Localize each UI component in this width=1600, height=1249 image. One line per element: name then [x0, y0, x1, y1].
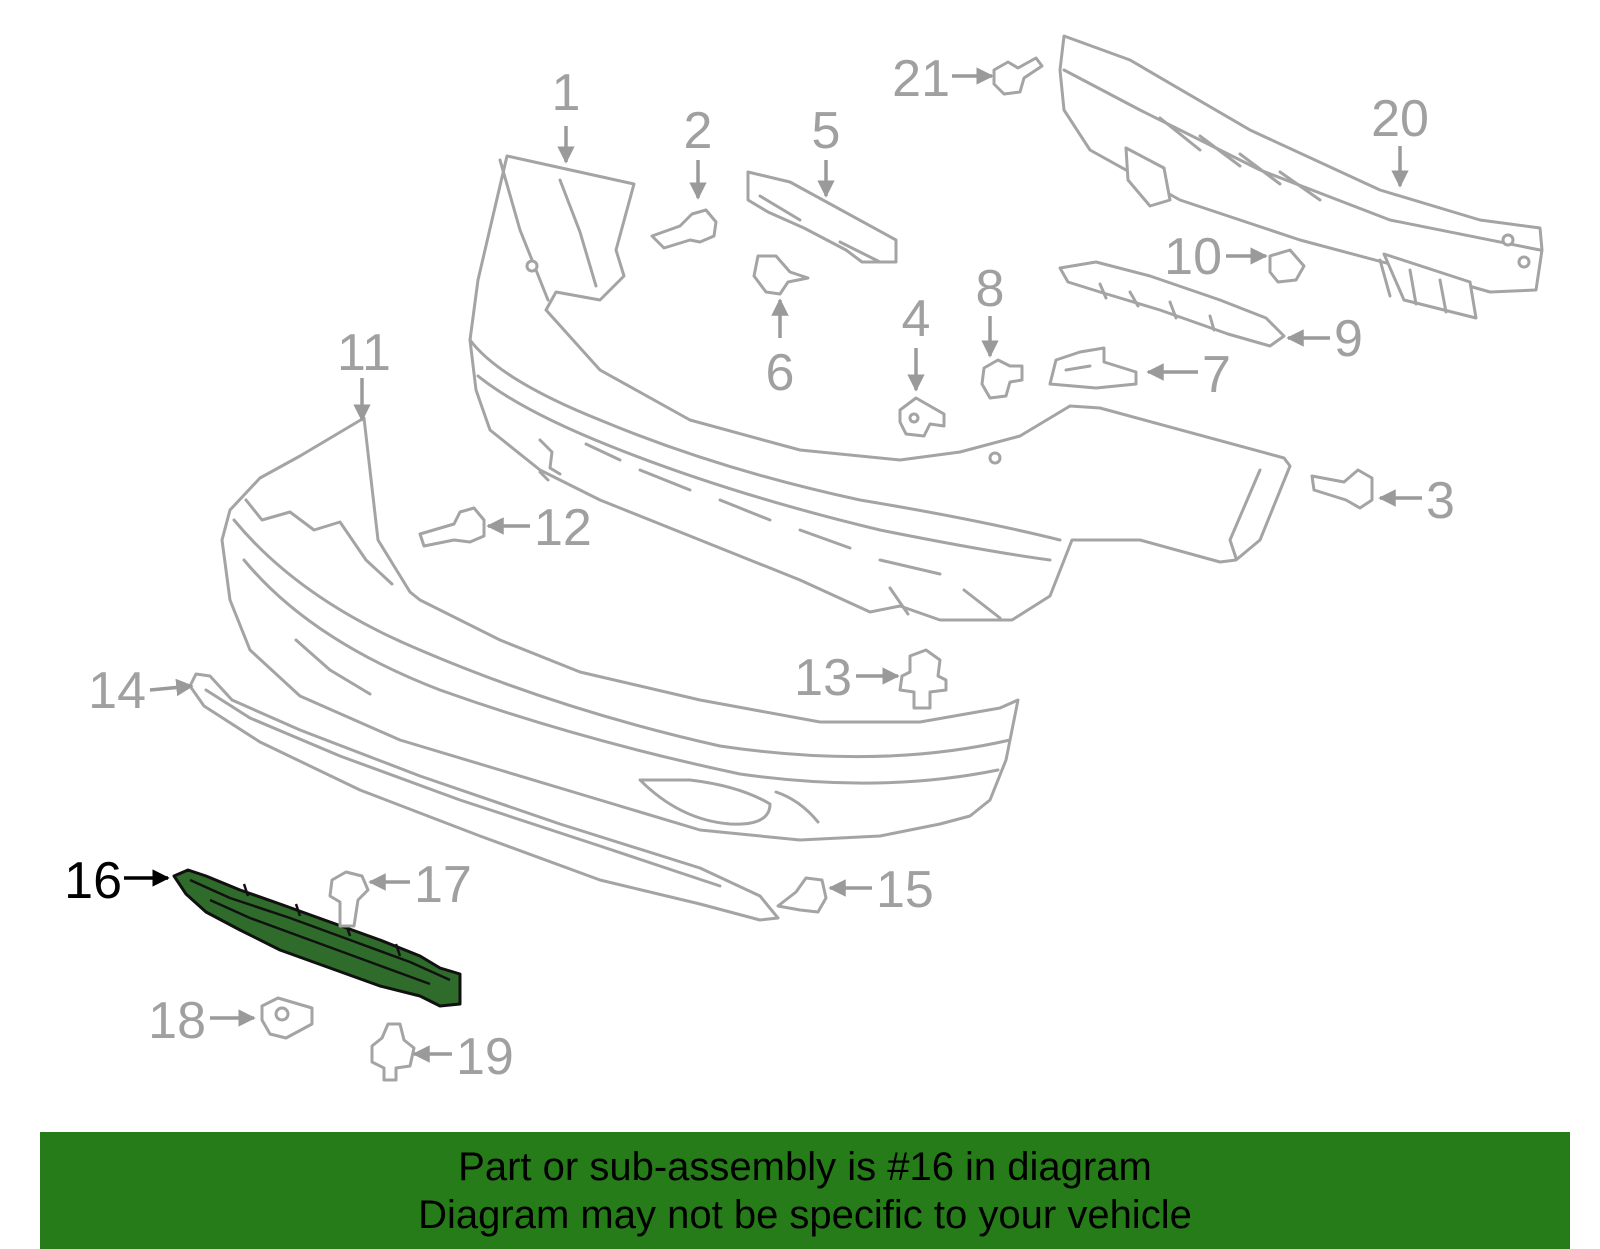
part-21-bolt [992, 56, 1044, 96]
part-9-bracket [1058, 260, 1286, 348]
callout-8: 8 [976, 260, 1005, 318]
part-20-reinforcement-beam [1058, 34, 1544, 320]
part-2-screw [650, 208, 718, 250]
part-7-bracket [1048, 346, 1138, 390]
callout-6: 6 [766, 344, 795, 402]
callout-18: 18 [148, 992, 206, 1050]
callout-9: 9 [1334, 310, 1363, 368]
leader-arrows [124, 67, 1422, 1063]
callout-labels: 1 2 5 6 4 8 20 21 10 9 7 3 11 12 13 14 1… [64, 50, 1455, 1086]
part-15-clip [776, 876, 828, 914]
part-13-push-clip [898, 648, 948, 710]
callout-14: 14 [88, 662, 146, 720]
part-10-clip [1268, 248, 1306, 284]
callout-12: 12 [534, 499, 592, 557]
callout-17: 17 [414, 856, 472, 914]
banner-line-2: Diagram may not be specific to your vehi… [418, 1192, 1192, 1237]
callout-20: 20 [1371, 90, 1429, 148]
callout-3: 3 [1426, 472, 1455, 530]
callout-2: 2 [684, 102, 713, 160]
parts-diagram: 1 2 5 6 4 8 20 21 10 9 7 3 11 12 13 14 1… [64, 34, 1544, 1086]
part-8-nut [980, 358, 1024, 400]
leader-14 [149, 678, 194, 697]
part-16-highlighted-absorber [172, 868, 462, 1008]
part-18-nut [260, 996, 314, 1040]
callout-13: 13 [794, 649, 852, 707]
part-6-clip [752, 254, 810, 296]
callout-4: 4 [902, 290, 931, 348]
part-12-screw [418, 506, 486, 548]
callout-5: 5 [812, 102, 841, 160]
callout-7: 7 [1202, 346, 1231, 404]
callout-10: 10 [1164, 228, 1222, 286]
part-19-push-clip [370, 1022, 416, 1082]
part-17-bolt [328, 870, 370, 928]
callout-11: 11 [337, 324, 391, 382]
callout-16-highlighted: 16 [64, 852, 122, 910]
banner-line-1: Part or sub-assembly is #16 in diagram [458, 1144, 1152, 1189]
part-1-upper-bumper-cover [468, 154, 1292, 622]
callout-21: 21 [892, 50, 950, 108]
part-3-screw [1310, 468, 1374, 510]
info-banner: Part or sub-assembly is #16 in diagram D… [40, 1132, 1570, 1249]
part-14-trim-strip [188, 672, 780, 922]
part-11-lower-bumper-cover [220, 416, 1020, 842]
part-5-retainer [746, 170, 898, 264]
callout-15: 15 [876, 861, 934, 919]
part-4-grommet [898, 396, 946, 438]
callout-1: 1 [552, 64, 581, 122]
callout-19: 19 [456, 1028, 514, 1086]
